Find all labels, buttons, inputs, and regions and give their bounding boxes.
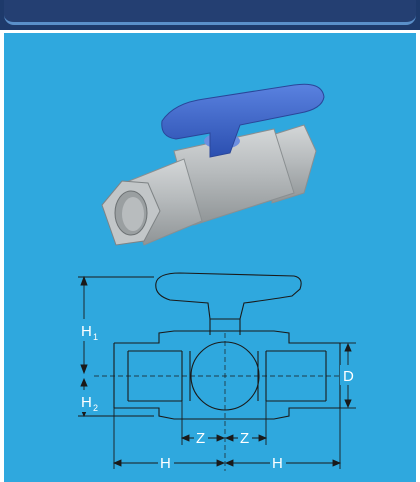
- pvc-ball-valve-icon: [101, 83, 325, 246]
- h-left-label: H: [160, 455, 171, 472]
- z-right-label: Z: [240, 430, 249, 447]
- header-tab: [4, 0, 416, 25]
- h-right-label: H: [272, 455, 283, 472]
- h2-subscript: 2: [93, 403, 98, 413]
- dimension-drawing: H 1 H 2 D Z Z H H: [78, 272, 358, 472]
- h1-subscript: 1: [93, 332, 98, 342]
- d-label: D: [343, 368, 354, 385]
- product-panel: H 1 H 2 D Z Z H H: [4, 33, 416, 482]
- header-band: [0, 0, 420, 30]
- h2-label: H: [81, 394, 92, 411]
- z-left-label: Z: [196, 430, 205, 447]
- h1-label: H: [81, 323, 92, 340]
